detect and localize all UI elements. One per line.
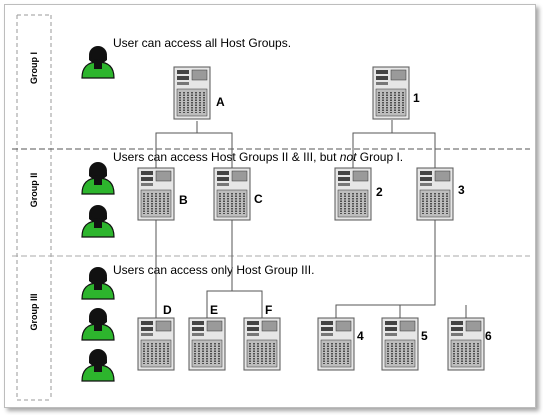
group-caption-3: Users can access only Host Group III. <box>113 263 314 277</box>
server-icon-a <box>173 66 211 120</box>
server-icon-f <box>243 317 281 371</box>
user-icon-group3-1 <box>81 266 115 300</box>
caption-2-emphasis: not <box>340 150 357 164</box>
server-icon-5 <box>381 317 419 371</box>
server-icon-3 <box>416 167 454 221</box>
server-icon-2 <box>334 167 372 221</box>
host-label-b: B <box>179 193 188 207</box>
host-label-d: D <box>163 303 172 317</box>
host-label-4: 4 <box>357 329 364 343</box>
group-caption-2: Users can access Host Groups II & III, b… <box>113 150 403 164</box>
host-label-a: A <box>216 95 225 109</box>
user-icon-group2-2 <box>81 204 115 238</box>
group-label-2: Group II <box>29 173 39 208</box>
server-icon-c <box>213 167 251 221</box>
server-icon-b <box>137 167 175 221</box>
server-icon-6 <box>447 317 485 371</box>
host-label-c: C <box>254 192 263 206</box>
server-icon-4 <box>317 317 355 371</box>
host-label-f: F <box>265 303 272 317</box>
host-label-5: 5 <box>421 329 428 343</box>
group-label-3: Group III <box>29 294 39 331</box>
user-icon-group3-2 <box>81 307 115 341</box>
host-label-2: 2 <box>376 185 383 199</box>
caption-2-post: Group I. <box>356 150 403 164</box>
user-icon-group2-1 <box>81 161 115 195</box>
server-icon-d <box>137 317 175 371</box>
server-icon-1 <box>372 66 410 120</box>
host-label-6: 6 <box>485 329 492 343</box>
caption-2-pre: Users can access Host Groups II & III, b… <box>113 150 340 164</box>
server-icon-e <box>188 317 226 371</box>
user-icon-group3-3 <box>81 348 115 382</box>
group-caption-1: User can access all Host Groups. <box>113 36 291 50</box>
group-label-1: Group I <box>29 52 39 84</box>
host-label-e: E <box>210 303 218 317</box>
host-label-1: 1 <box>413 91 420 105</box>
host-label-3: 3 <box>458 183 465 197</box>
group-panel <box>12 14 530 401</box>
user-icon-group1 <box>81 45 115 79</box>
